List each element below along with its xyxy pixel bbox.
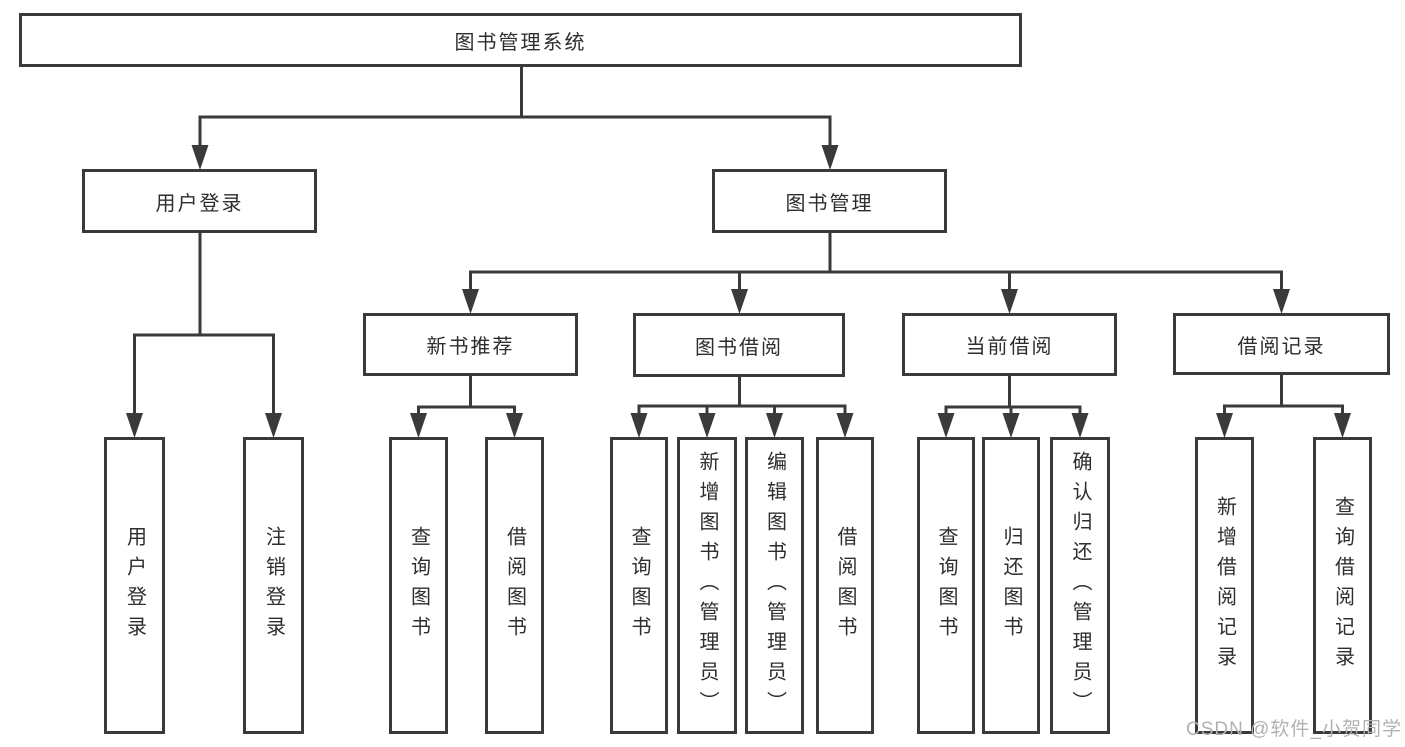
node-leaf-query-borrow-record: 查询借阅记录 (1313, 437, 1372, 734)
node-label: 新书推荐 (426, 336, 515, 358)
node-label: 编辑图书（管理员） (763, 450, 786, 721)
arrowhead-icon (731, 289, 748, 314)
node-leaf-return-books: 归还图书 (982, 437, 1040, 734)
node-leaf-logout: 注销登录 (243, 437, 304, 734)
arrowhead-icon (1216, 413, 1233, 438)
node-label: 借阅图书 (834, 525, 856, 646)
node-current-borrowing: 当前借阅 (902, 313, 1117, 376)
arrowhead-icon (821, 145, 839, 170)
node-label: 当前借阅 (965, 336, 1054, 358)
arrowhead-icon (462, 289, 479, 314)
arrowhead-icon (766, 413, 783, 438)
node-label: 注销登录 (262, 525, 285, 646)
arrowhead-icon (1334, 413, 1351, 438)
node-label: 归还图书 (1000, 525, 1022, 646)
arrowhead-icon (126, 413, 143, 438)
node-new-book-recommend: 新书推荐 (363, 313, 578, 376)
node-leaf-query-books-2: 查询图书 (610, 437, 668, 734)
node-label: 借阅图书 (503, 525, 526, 646)
node-leaf-borrow-books-1: 借阅图书 (485, 437, 544, 734)
node-book-borrowing: 图书借阅 (633, 313, 845, 377)
node-leaf-query-books-3: 查询图书 (917, 437, 975, 734)
node-book-management: 图书管理 (712, 169, 947, 233)
node-label: 查询借阅记录 (1331, 495, 1354, 676)
node-borrowing-records: 借阅记录 (1173, 313, 1390, 375)
arrowhead-icon (506, 413, 523, 438)
arrowhead-icon (1001, 289, 1018, 314)
node-label: 图书管理 (785, 192, 874, 215)
node-label: 借阅记录 (1237, 335, 1326, 358)
arrowhead-icon (265, 413, 282, 438)
node-label: 查询图书 (407, 525, 430, 646)
node-leaf-edit-books-admin: 编辑图书（管理员） (745, 437, 804, 734)
watermark: CSDN @软件_小贺同学 (1186, 719, 1402, 740)
node-leaf-add-books-admin: 新增图书（管理员） (677, 437, 737, 734)
arrowhead-icon (1071, 413, 1089, 438)
node-leaf-add-borrow-record: 新增借阅记录 (1195, 437, 1254, 734)
node-leaf-confirm-return-admin: 确认归还（管理员） (1050, 437, 1110, 734)
node-label: 查询图书 (935, 525, 957, 646)
node-label: 用户登录 (155, 192, 244, 215)
arrowhead-icon (191, 145, 209, 170)
arrowhead-icon (698, 413, 716, 438)
node-user-login: 用户登录 (82, 169, 317, 233)
node-label: 确认归还（管理员） (1069, 450, 1091, 721)
node-leaf-borrow-books-2: 借阅图书 (816, 437, 874, 734)
arrowhead-icon (937, 413, 955, 438)
arrowhead-icon (1002, 413, 1020, 438)
node-label: 图书借阅 (695, 336, 783, 359)
node-label: 新增借阅记录 (1213, 495, 1236, 676)
node-label: 新增图书（管理员） (696, 450, 718, 721)
arrowhead-icon (1273, 289, 1290, 314)
arrowhead-icon (410, 413, 427, 438)
node-root: 图书管理系统 (19, 13, 1022, 67)
arrowhead-icon (836, 413, 854, 438)
node-leaf-query-books-1: 查询图书 (389, 437, 448, 734)
node-leaf-user-login: 用户登录 (104, 437, 165, 734)
node-label: 用户登录 (123, 525, 146, 646)
arrowhead-icon (630, 413, 648, 438)
node-label: 查询图书 (628, 525, 650, 646)
node-label: 图书管理系统 (454, 31, 587, 54)
